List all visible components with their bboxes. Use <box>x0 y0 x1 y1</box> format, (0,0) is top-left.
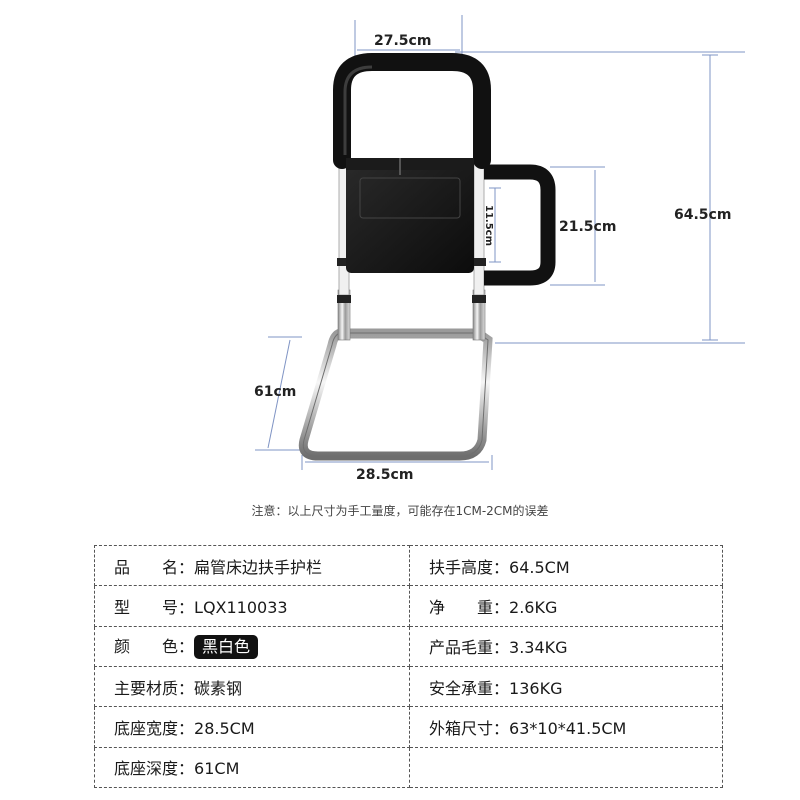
spec-label: 安全承重 <box>429 678 494 698</box>
dim-top-width: 27.5cm <box>374 33 432 49</box>
spec-colon: ： <box>178 637 195 657</box>
spec-colon: ： <box>178 759 195 779</box>
spec-label: 型 号 <box>114 597 179 617</box>
spec-colon: ： <box>493 638 510 658</box>
dim-base-width: 28.5cm <box>356 467 414 483</box>
spec-colon: ： <box>493 557 510 577</box>
spec-row: 底座深度：61CM <box>94 746 723 789</box>
spec-value: 136KG <box>509 678 563 698</box>
dimension-lines <box>255 15 745 470</box>
spec-value: 63*10*41.5CM <box>509 718 627 738</box>
spec-cell-left: 底座宽度：28.5CM <box>94 706 410 748</box>
spec-value: LQX110033 <box>194 597 288 617</box>
spec-label: 底座宽度 <box>114 718 179 738</box>
spec-value: 61CM <box>194 759 240 779</box>
spec-cell-right: 外箱尺寸：63*10*41.5CM <box>409 706 723 748</box>
spec-colon: ： <box>178 597 195 617</box>
spec-label: 净 重 <box>429 597 494 617</box>
spec-colon: ： <box>493 597 510 617</box>
spec-label: 品 名 <box>114 557 179 577</box>
spec-cell-right: 扶手高度：64.5CM <box>409 544 723 587</box>
spec-row: 品 名：扁管床边扶手护栏扶手高度：64.5CM <box>94 544 723 587</box>
spec-label: 外箱尺寸 <box>429 718 494 738</box>
spec-cell-left: 底座深度：61CM <box>94 746 410 789</box>
spec-value: 3.34KG <box>509 638 568 658</box>
spec-value: 28.5CM <box>194 718 255 738</box>
spec-cell-left: 品 名：扁管床边扶手护栏 <box>94 544 410 587</box>
spec-value: 扁管床边扶手护栏 <box>194 557 323 577</box>
spec-value: 碳素钢 <box>194 678 243 698</box>
spec-row: 主要材质：碳素钢安全承重：136KG <box>94 665 723 708</box>
dim-handle-width: 21.5cm <box>559 219 617 235</box>
spec-value: 2.6KG <box>509 597 558 617</box>
spec-value: 64.5CM <box>509 557 570 577</box>
base-frame <box>298 328 493 461</box>
spec-label: 扶手高度 <box>429 557 494 577</box>
spec-cell-right: 产品毛重：3.34KG <box>409 625 723 667</box>
spec-cell-left: 主要材质：碳素钢 <box>94 665 410 708</box>
spec-cell-left: 颜 色：黑白色 <box>94 625 410 667</box>
dim-handle-height: 11.5cm <box>483 205 494 247</box>
spec-label: 产品毛重 <box>429 638 494 658</box>
measurement-note: 注意：以上尺寸为手工量度，可能存在1CM-2CM的误差 <box>251 504 549 518</box>
spec-cell-right <box>409 746 723 789</box>
storage-bag <box>346 158 474 273</box>
spec-label: 主要材质 <box>114 678 179 698</box>
spec-row: 颜 色：黑白色产品毛重：3.34KG <box>94 625 723 667</box>
spec-colon: ： <box>178 718 195 738</box>
spec-colon: ： <box>493 678 510 698</box>
bed-rail-illustration <box>255 15 745 470</box>
spec-colon: ： <box>178 557 195 577</box>
spec-label: 底座深度 <box>114 759 179 779</box>
spec-colon: ： <box>493 718 510 738</box>
spec-colon: ： <box>178 678 195 698</box>
dim-total-height: 64.5cm <box>674 207 732 223</box>
spec-label: 颜 色 <box>114 637 179 657</box>
dim-base-depth: 61cm <box>254 384 297 400</box>
product-figure: 27.5cm 64.5cm 21.5cm 11.5cm 61cm 28.5cm <box>254 15 745 483</box>
spec-cell-left: 型 号：LQX110033 <box>94 585 410 627</box>
spec-cell-right: 安全承重：136KG <box>409 665 723 708</box>
color-chip: 黑白色 <box>194 635 259 660</box>
spec-cell-right: 净 重：2.6KG <box>409 585 723 627</box>
